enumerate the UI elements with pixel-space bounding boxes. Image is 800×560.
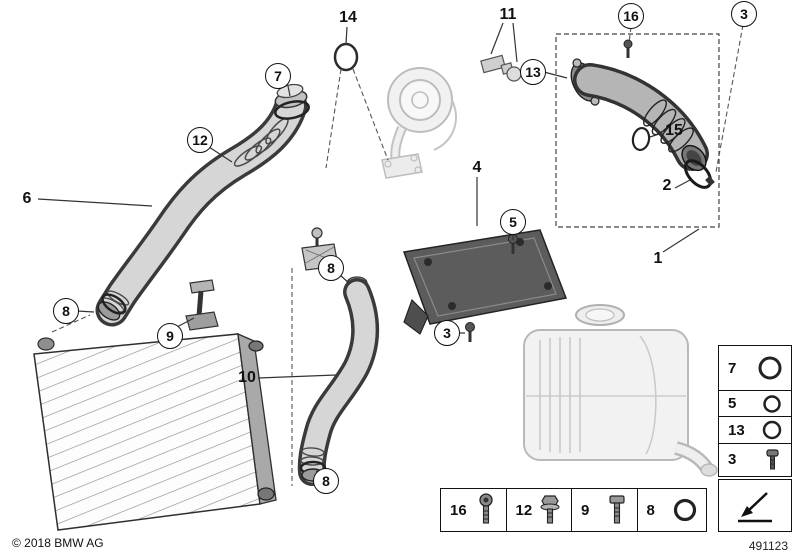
diagram-number: 491123 [748,539,788,553]
turbocharger [381,67,457,179]
legend-item-13[interactable]: 13 [718,416,792,444]
air-duct-assembly [555,33,720,228]
callout-2[interactable]: 2 [662,177,672,194]
installation-direction-arrow-icon [738,491,772,522]
callout-7[interactable]: 7 [265,63,291,89]
o-ring-icon [758,356,782,380]
legend-item-5[interactable]: 5 [718,389,792,418]
legend-item-3[interactable]: 3 [718,442,792,477]
callout-10[interactable]: 10 [238,369,256,386]
air-filter-housing [523,304,718,477]
legend-item-7[interactable]: 7 [718,345,792,391]
charge-air-hose-6 [95,83,310,327]
callout-3[interactable]: 3 [731,1,757,27]
legend-label: 8 [646,501,655,519]
legend-label: 7 [728,359,737,377]
bracket-screw-5 [508,234,518,254]
flange-bolt-icon [539,495,560,524]
legend-item-9[interactable]: 9 [571,488,638,532]
mounting-bracket-4 [402,229,568,342]
legend-label: 16 [450,501,467,519]
o-ring-15 [631,126,651,152]
legend-item-8[interactable]: 8 [636,488,707,532]
legend-label: 5 [728,395,737,412]
callout-4[interactable]: 4 [472,159,482,176]
legend-label: 9 [581,501,590,519]
screw-icon [766,448,779,469]
callout-3[interactable]: 3 [434,320,460,346]
hose-clamp-2 [683,159,715,189]
copyright-text: © 2018 BMW AG [12,536,104,550]
o-ring-14 [333,42,359,72]
support-bracket-9 [185,279,219,331]
callout-8[interactable]: 8 [318,255,344,281]
legend-right-column: 7 5 13 3 [718,345,792,477]
intercooler [33,332,277,531]
bracket-screw-3 [465,322,475,342]
legend-item-16[interactable]: 16 [440,488,507,532]
callout-14[interactable]: 14 [339,9,357,26]
direction-symbol-box[interactable] [718,479,792,532]
legend-label: 13 [728,421,745,439]
legend-label: 3 [728,451,737,468]
torx-screw-icon [479,493,493,524]
callout-16[interactable]: 16 [618,3,644,29]
legend-label: 12 [515,501,533,519]
o-ring-icon [762,420,782,440]
callout-8[interactable]: 8 [53,298,79,324]
callout-12[interactable]: 12 [187,127,213,153]
legend-bottom-row: 16 12 9 [440,488,707,532]
o-ring-icon [673,498,696,522]
callout-13[interactable]: 13 [520,59,546,85]
sensor-11 [480,54,522,82]
callout-1[interactable]: 1 [653,250,663,267]
callout-15[interactable]: 15 [665,122,683,139]
charge-air-hose-10 [297,276,380,486]
leader-lines [37,22,700,474]
callout-6[interactable]: 6 [22,190,32,207]
callout-8[interactable]: 8 [313,468,339,494]
o-ring-icon [763,394,781,413]
hex-bolt-icon [609,495,625,524]
clamp-screw-16 [623,39,633,58]
callout-5[interactable]: 5 [500,209,526,235]
callout-9[interactable]: 9 [157,323,183,349]
legend-item-12[interactable]: 12 [505,488,573,532]
callout-11[interactable]: 11 [499,6,517,23]
